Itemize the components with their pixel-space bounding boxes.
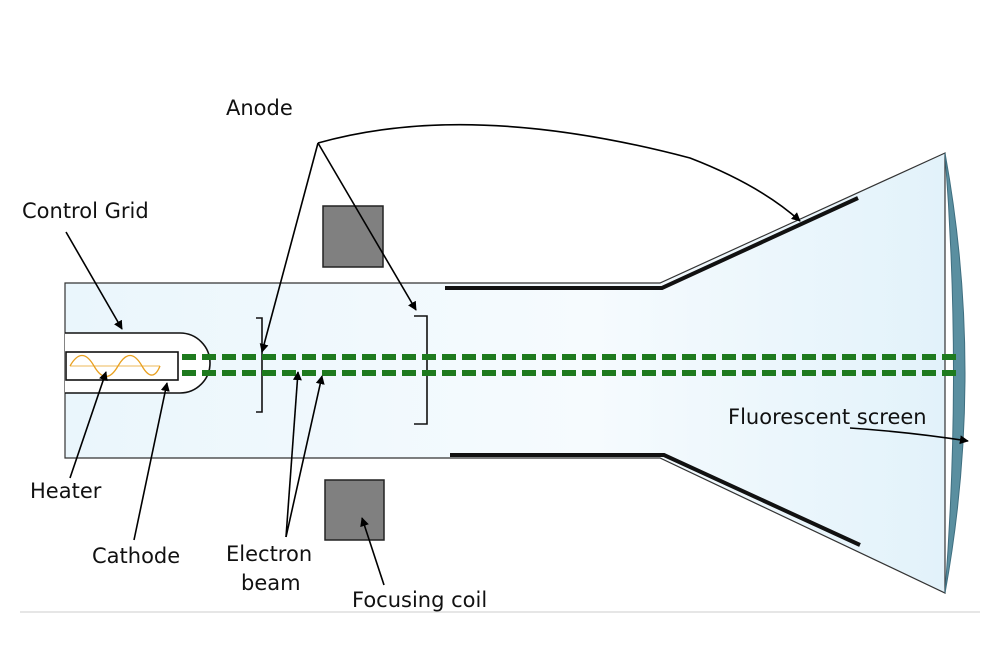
- anode-plate-bottom: [450, 453, 861, 547]
- electron-beam-leader-2: [285, 375, 325, 538]
- cathode-label: Cathode: [92, 544, 180, 568]
- focusing-coil-top: [322, 205, 384, 268]
- focusing-coil-bottom: [324, 479, 385, 541]
- cathode-leader: [133, 382, 170, 541]
- electron-beam-label-line1: Electron: [226, 542, 312, 566]
- focusing-coil-leader: [360, 517, 385, 586]
- anode-plate-top: [445, 196, 859, 290]
- anode-label: Anode: [226, 96, 293, 120]
- focusing-coil-label: Focusing coil: [352, 588, 487, 612]
- heater-leader: [69, 371, 108, 479]
- first-anode-bracket: [256, 317, 263, 413]
- control-grid-leader: [65, 231, 123, 330]
- anode-leader-3: [317, 123, 801, 222]
- electron-beam-leader-1: [285, 371, 302, 538]
- anode-leader-1: [259, 142, 319, 353]
- fluorescent-screen-leader: [849, 427, 969, 445]
- heater-label: Heater: [30, 479, 102, 503]
- fluorescent-screen-label: Fluorescent screen: [728, 405, 927, 429]
- electron-beam-label-line2: beam: [241, 571, 301, 595]
- control-grid-label: Control Grid: [22, 199, 149, 223]
- anode-leader-2: [317, 142, 417, 311]
